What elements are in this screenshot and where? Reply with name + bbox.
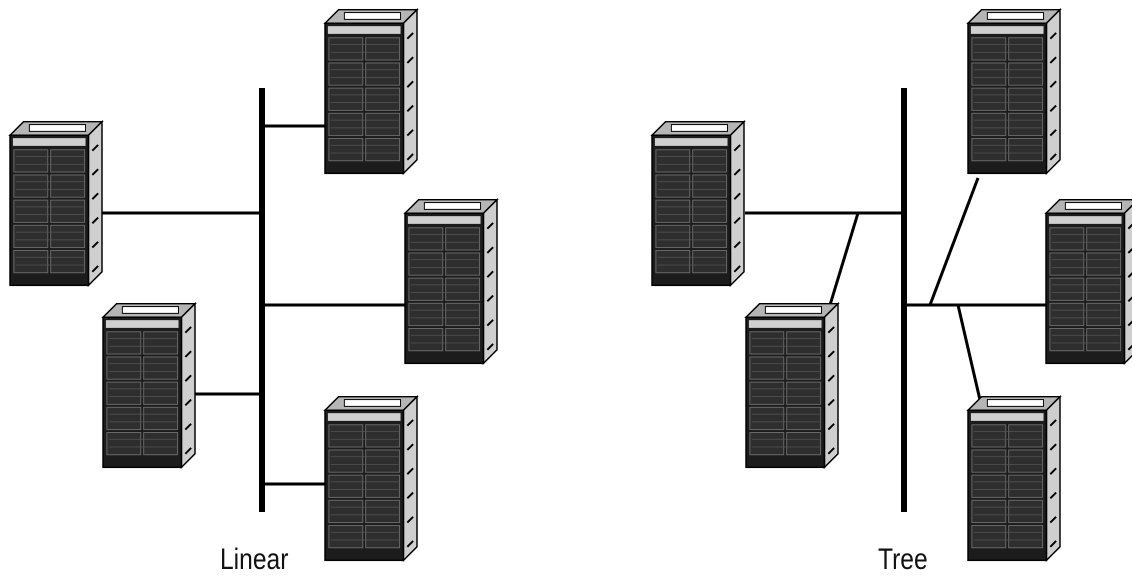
server-tower-icon (102, 302, 196, 469)
server-tower-icon (651, 120, 745, 287)
server-tower-icon (967, 8, 1061, 175)
tree-link-2 (828, 212, 860, 306)
server-tower-icon (9, 120, 103, 287)
tree-topology (651, 8, 1132, 562)
server-tower-icon (324, 8, 418, 175)
server-tower-icon (967, 395, 1061, 562)
tree-link-5 (956, 304, 982, 401)
server-tower-icon (1045, 198, 1132, 365)
tree-connections (745, 88, 1048, 512)
server-tower-icon (404, 198, 498, 365)
tree-link-4 (928, 177, 980, 306)
server-tower-icon (324, 395, 418, 562)
server-tower-icon (745, 302, 839, 469)
linear-topology (9, 8, 498, 562)
linear-connections (100, 88, 408, 512)
tree-caption: Tree (878, 543, 928, 576)
linear-caption: Linear (220, 543, 289, 576)
